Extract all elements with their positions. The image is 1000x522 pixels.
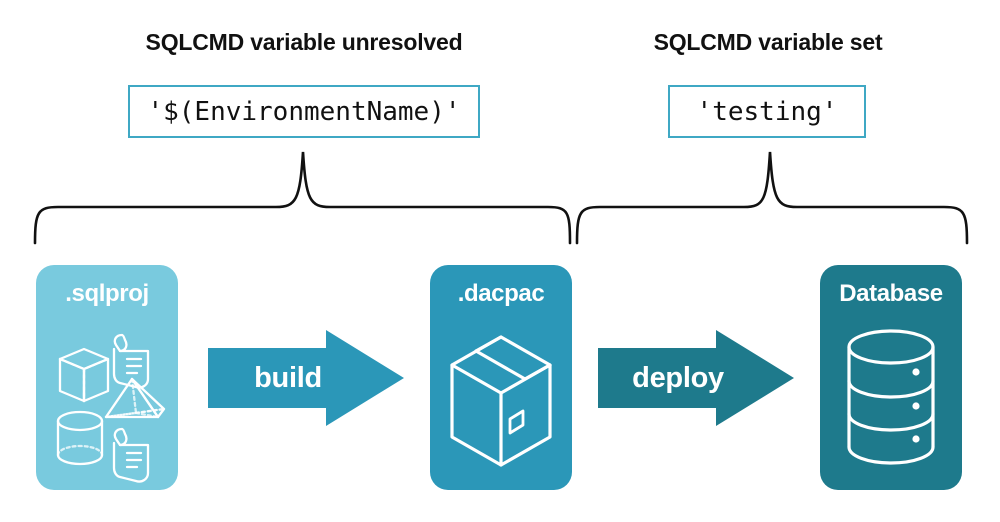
project-shapes-icon [36,317,178,485]
sqlcmd-variable-set-value-box: 'testing' [668,85,866,138]
package-box-icon [430,317,572,485]
deploy-arrow[interactable]: deploy [598,330,794,426]
group-heading-set: SQLCMD variable set [653,29,883,55]
stage-sqlproj-label: .sqlproj [65,280,149,307]
sqlcmd-variable-set-value: 'testing' [696,96,838,127]
curly-brace-icon [33,151,572,245]
sqlcmd-variable-unresolved-value-box: '$(EnvironmentName)' [128,85,480,138]
stage-dacpac-label: .dacpac [457,280,545,307]
left-group-brace [30,150,575,245]
group-heading-unresolved: SQLCMD variable unresolved [145,29,463,55]
sqlcmd-variable-unresolved-value: '$(EnvironmentName)' [147,96,461,127]
arrow-right-icon [208,330,404,426]
stage-database-label: Database [839,280,943,307]
stage-database[interactable]: Database [820,265,962,490]
arrow-right-icon [598,330,794,426]
build-arrow[interactable]: build [208,330,404,426]
right-group-brace [572,150,972,245]
stage-sqlproj[interactable]: .sqlproj [36,265,178,490]
stage-dacpac[interactable]: .dacpac [430,265,572,490]
curly-brace-icon [575,151,969,245]
database-cylinder-icon [820,317,962,485]
